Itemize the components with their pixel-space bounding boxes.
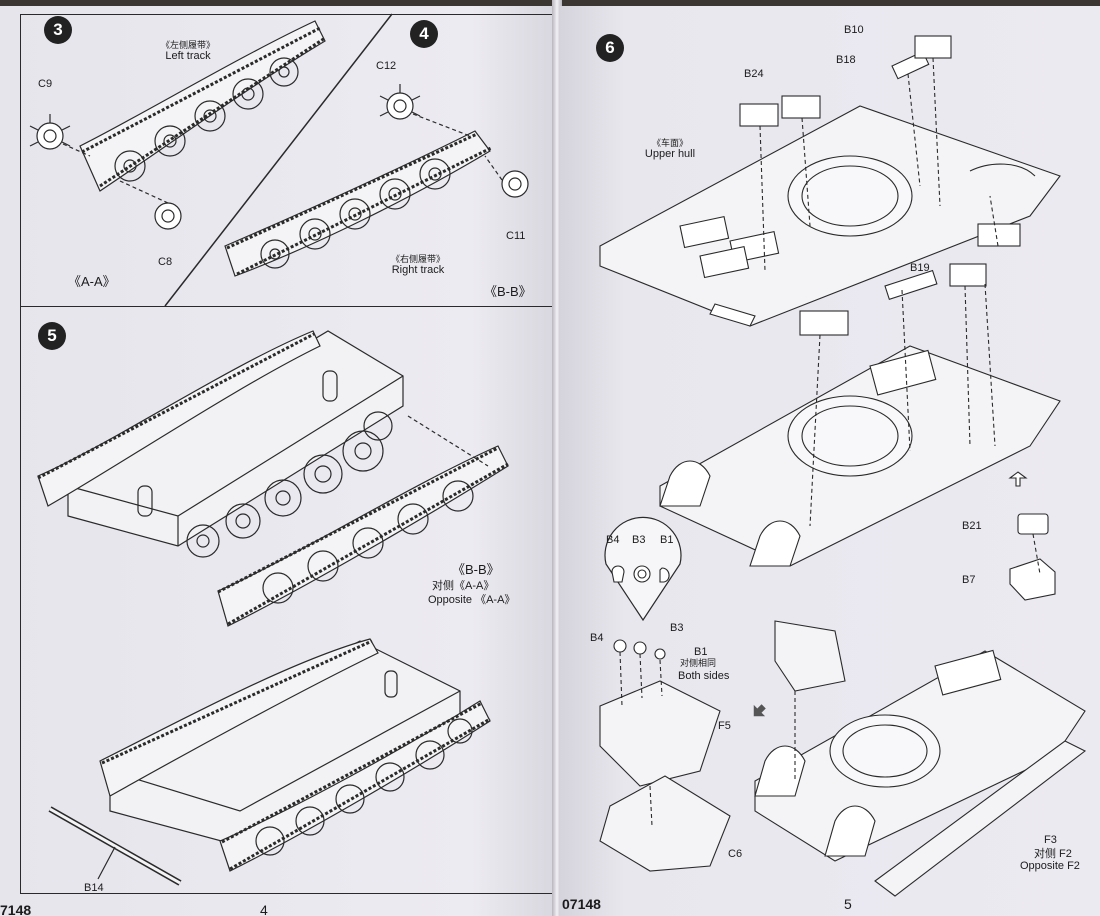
opposite-f2-label: Opposite F2 xyxy=(1020,860,1080,872)
part-b21-label: B21 xyxy=(962,520,982,532)
part-b3-label: B3 xyxy=(670,622,684,634)
right-page: 6 《车面》 Upper hull B10 B24 B18 B8 B19 B9 … xyxy=(560,6,1100,916)
part-b19-label: B19 xyxy=(910,262,930,274)
opposite-label: Opposite 《A-A》 xyxy=(428,594,516,606)
b21-b7-parts-drawing xyxy=(1009,513,1056,601)
front-plate-assembly-drawing xyxy=(599,639,731,872)
binding-spine xyxy=(552,0,562,916)
part-b18-label: B18 xyxy=(836,54,856,66)
part-c8-label: C8 xyxy=(158,256,173,268)
left-track-label-cn: 《左侧履带》 xyxy=(160,40,215,50)
step-4-badge: 4 xyxy=(410,20,438,48)
view-tag-b-b: 《B-B》 xyxy=(484,284,532,299)
direction-arrow-icon xyxy=(753,704,766,717)
right-track-drawing xyxy=(224,84,529,277)
step-6-badge: 6 xyxy=(596,34,624,62)
part-b24-label: B24 xyxy=(744,68,764,80)
right-page-number: 5 xyxy=(844,896,852,912)
lower-hull-assembly-drawing xyxy=(754,620,1087,897)
part-b1-label: B1 xyxy=(694,646,708,658)
part-c11-label: C11 xyxy=(506,230,526,242)
both-sides-label: Both sides xyxy=(678,670,730,682)
view-tag-b-b-step5: 《B-B》 xyxy=(452,562,500,577)
part-b10-label: B10 xyxy=(844,24,864,36)
part-c9-label: C9 xyxy=(38,78,53,90)
upper-hull-top-drawing xyxy=(599,35,1061,327)
part-b4-label: B4 xyxy=(590,632,604,644)
opposite-label-cn: 对侧《A-A》 xyxy=(432,580,495,592)
part-c12-label: C12 xyxy=(376,60,397,72)
callout-b3-label: B3 xyxy=(632,534,646,546)
upper-hull-middle-drawing xyxy=(659,263,1061,567)
part-f3-label: F3 xyxy=(1044,834,1057,846)
left-page-number: 4 xyxy=(260,902,268,916)
left-track-label: Left track xyxy=(165,50,211,62)
callout-b1-label: B1 xyxy=(660,534,674,546)
step-5-badge: 5 xyxy=(38,322,66,350)
left-page: 3 《左侧履带》 Left track C9 C8 《A-A》 4 C12 C1… xyxy=(0,6,556,916)
upper-hull-label: Upper hull xyxy=(644,148,696,160)
view-tag-a-a: 《A-A》 xyxy=(68,274,116,289)
right-track-label: Right track xyxy=(391,264,445,276)
right-track-label-cn: 《右侧履带》 xyxy=(390,254,445,264)
part-b14-label: B14 xyxy=(84,882,104,894)
hull-track-assembly-drawing xyxy=(37,330,509,627)
callout-bubble xyxy=(604,516,682,622)
both-sides-label-cn: 对侧相同 xyxy=(680,658,717,668)
part-c6-label: C6 xyxy=(728,848,743,860)
upper-hull-label-cn: 《车面》 xyxy=(651,138,688,148)
callout-b4-label: B4 xyxy=(606,534,620,546)
left-page-footer-code: 7148 xyxy=(0,902,32,916)
step-divider-horizontal xyxy=(20,306,556,307)
left-track-drawing xyxy=(29,20,326,230)
part-b7-label: B7 xyxy=(962,574,976,586)
right-page-footer-code: 07148 xyxy=(562,896,601,912)
opposite-f2-label-cn: 对侧 F2 xyxy=(1034,848,1072,860)
step-3-badge: 3 xyxy=(44,16,72,44)
hull-track-assembled-drawing xyxy=(48,638,491,886)
part-f5-label: F5 xyxy=(718,720,731,732)
